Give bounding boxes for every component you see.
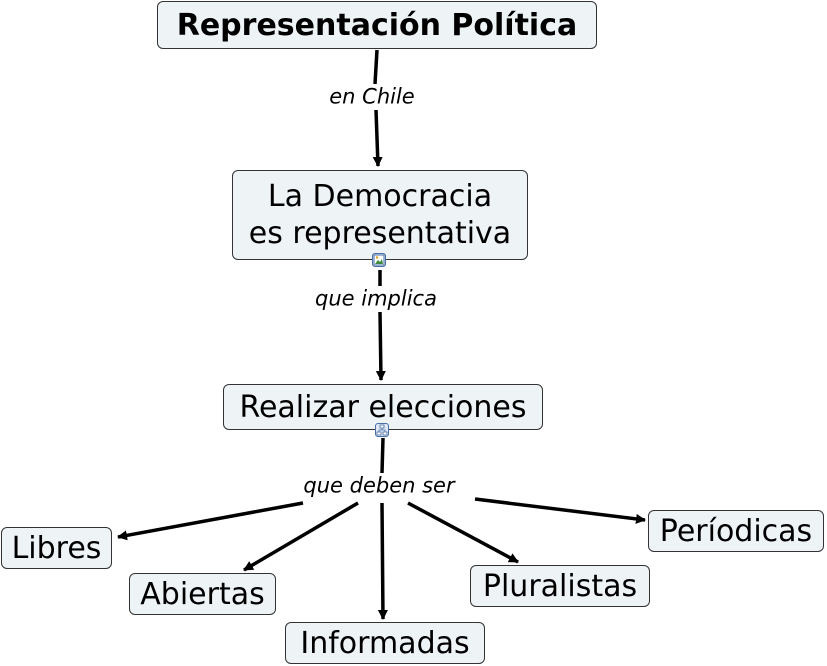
concept-elections[interactable]: Realizar elecciones [223, 384, 543, 430]
concept-informadas[interactable]: Informadas [285, 622, 485, 664]
edge-label-to-democracy [372, 109, 383, 167]
edge-elections-to-label [380, 437, 385, 474]
concept-democracy-line1: La Democracia [267, 178, 493, 214]
edge-to-periodicas [474, 497, 646, 524]
concept-abiertas[interactable]: Abiertas [129, 573, 276, 615]
concept-elections-label: Realizar elecciones [239, 389, 527, 425]
edge-to-pluralistas [407, 501, 519, 564]
link-label-que-deben-ser: que deben ser [303, 473, 455, 498]
concept-root[interactable]: Representación Política [157, 1, 597, 49]
concept-map-resource-icon[interactable] [375, 423, 389, 437]
edge-to-abiertas [243, 501, 359, 572]
concept-periodicas-label: Períodicas [659, 513, 813, 549]
edge-root-to-label [373, 49, 379, 85]
concept-democracy-line2: es representativa [248, 216, 512, 251]
concept-informadas-label: Informadas [300, 625, 470, 661]
edge-label-to-elections [375, 311, 386, 381]
edge-to-informadas [377, 502, 388, 620]
concept-pluralistas[interactable]: Pluralistas [470, 565, 650, 607]
concept-abiertas-label: Abiertas [140, 576, 265, 612]
link-label-en-chile: en Chile [329, 84, 415, 109]
concept-democracy[interactable]: La Democracia es representativa [232, 170, 528, 260]
concept-libres[interactable]: Libres [1, 527, 112, 569]
image-resource-icon[interactable] [372, 253, 386, 267]
concept-pluralistas-label: Pluralistas [482, 568, 638, 604]
concept-periodicas[interactable]: Períodicas [648, 510, 824, 552]
concept-root-label: Representación Política [176, 7, 578, 43]
edge-to-libres [117, 501, 304, 541]
concept-libres-label: Libres [11, 530, 102, 566]
link-label-que-implica: que implica [315, 286, 437, 311]
